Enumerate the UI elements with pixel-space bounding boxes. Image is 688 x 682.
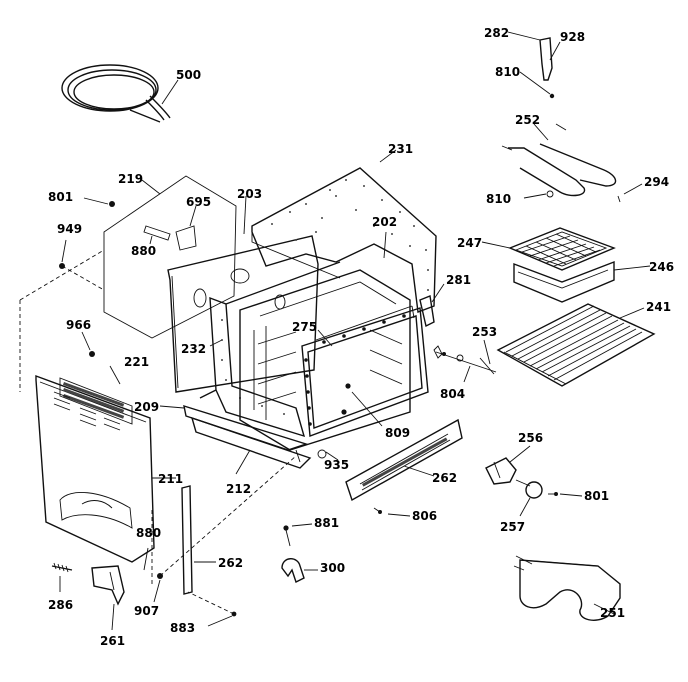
- door-gasket-275: [301, 305, 429, 437]
- label-251: 251: [600, 606, 625, 620]
- screw-801b: [548, 492, 583, 497]
- power-cord-500: [61, 64, 179, 123]
- label-246: 246: [649, 260, 674, 274]
- label-282: 282: [484, 26, 509, 40]
- label-804: 804: [440, 387, 465, 401]
- screw-949: [19, 239, 105, 392]
- label-880: 880: [131, 244, 156, 258]
- oven-cabinet-231: [199, 149, 437, 438]
- label-801b: 801: [584, 489, 609, 503]
- label-806: 806: [412, 509, 437, 523]
- screw-966: [81, 331, 95, 357]
- label-261: 261: [100, 634, 125, 648]
- label-966: 966: [66, 318, 91, 332]
- label-247: 247: [457, 236, 482, 250]
- label-810a: 810: [495, 65, 520, 79]
- label-203: 203: [237, 187, 262, 201]
- label-294: 294: [644, 175, 669, 189]
- label-801a: 801: [48, 190, 73, 204]
- hinge-281: [419, 283, 445, 328]
- broil-element-282: [507, 31, 561, 99]
- screw-806: [373, 507, 411, 517]
- spring-286: [51, 562, 73, 592]
- broiler-pan-246: [513, 260, 651, 303]
- label-231: 231: [388, 142, 413, 156]
- oven-rack-241: [496, 303, 656, 387]
- bake-element-252: [501, 123, 643, 203]
- vent-strip-262b: [181, 485, 216, 595]
- label-241: 241: [646, 300, 671, 314]
- rear-panel-219: [83, 175, 237, 339]
- label-232: 232: [181, 342, 206, 356]
- label-810b: 810: [486, 192, 511, 206]
- hinge-261: [91, 565, 125, 631]
- label-253: 253: [472, 325, 497, 339]
- bracket-300: [281, 558, 318, 583]
- label-286: 286: [48, 598, 73, 612]
- label-252: 252: [515, 113, 540, 127]
- label-907: 907: [134, 604, 159, 618]
- label-211: 211: [158, 472, 183, 486]
- label-262b: 262: [218, 556, 243, 570]
- screw-881: [283, 523, 313, 547]
- screw-907: [153, 455, 297, 603]
- leveler-804: [433, 345, 497, 383]
- label-256: 256: [518, 431, 543, 445]
- oven-back-203: [167, 195, 319, 393]
- bottom-frame-212: [190, 416, 312, 475]
- part-labels: 282 928 810 500 252 231 219 294 801 203 …: [48, 26, 674, 648]
- label-883: 883: [170, 621, 195, 635]
- screw-880b: [143, 510, 153, 584]
- screw-809: [341, 383, 383, 427]
- label-880b: 880: [136, 526, 161, 540]
- bake-element-251: [513, 555, 621, 621]
- label-949: 949: [57, 222, 82, 236]
- label-695: 695: [186, 195, 211, 209]
- label-281: 281: [446, 273, 471, 287]
- label-300: 300: [320, 561, 345, 575]
- lamp-socket-256: [485, 445, 531, 485]
- label-262a: 262: [432, 471, 457, 485]
- lamp-bulb-257: [515, 479, 543, 517]
- label-212: 212: [226, 482, 251, 496]
- label-935: 935: [324, 458, 349, 472]
- label-500: 500: [176, 68, 201, 82]
- vent-panel-262: [345, 418, 463, 502]
- label-809: 809: [385, 426, 410, 440]
- label-202: 202: [372, 215, 397, 229]
- label-221: 221: [124, 355, 149, 369]
- bottom-trim-209: [159, 404, 309, 451]
- broiler-grid-247: [481, 227, 616, 271]
- screw-883: [187, 591, 237, 627]
- label-881: 881: [314, 516, 339, 530]
- oven-liner-202: [239, 231, 411, 451]
- side-panel-221-211: [35, 365, 176, 563]
- label-219: 219: [118, 172, 143, 186]
- label-275: 275: [292, 320, 317, 334]
- label-209: 209: [134, 400, 159, 414]
- label-257: 257: [500, 520, 525, 534]
- label-928: 928: [560, 30, 585, 44]
- screw-253: [479, 339, 495, 375]
- screw-935: [317, 449, 339, 461]
